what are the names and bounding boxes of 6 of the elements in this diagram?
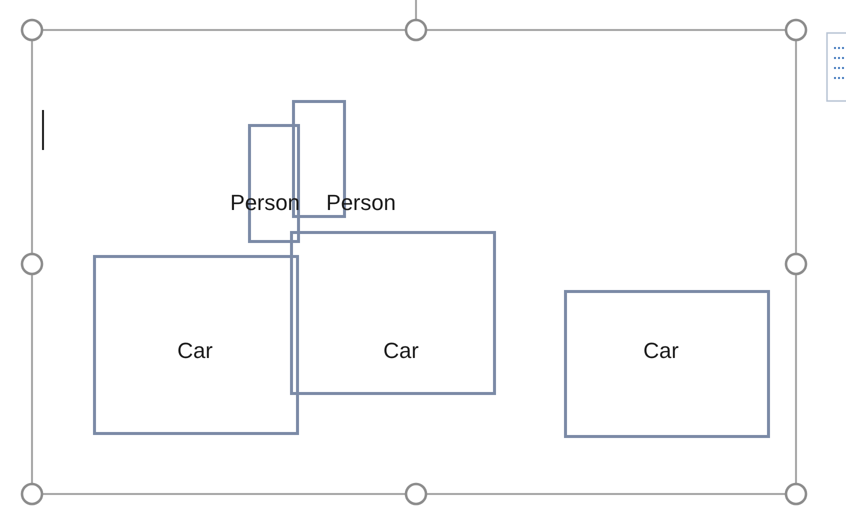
rectangle-shape bbox=[93, 255, 299, 435]
rectangle-shape bbox=[290, 231, 496, 395]
shape-label: Car bbox=[177, 340, 213, 362]
rectangle-shape bbox=[564, 290, 770, 438]
shape-label: Car bbox=[643, 340, 679, 362]
shape-label: Car bbox=[383, 340, 419, 362]
